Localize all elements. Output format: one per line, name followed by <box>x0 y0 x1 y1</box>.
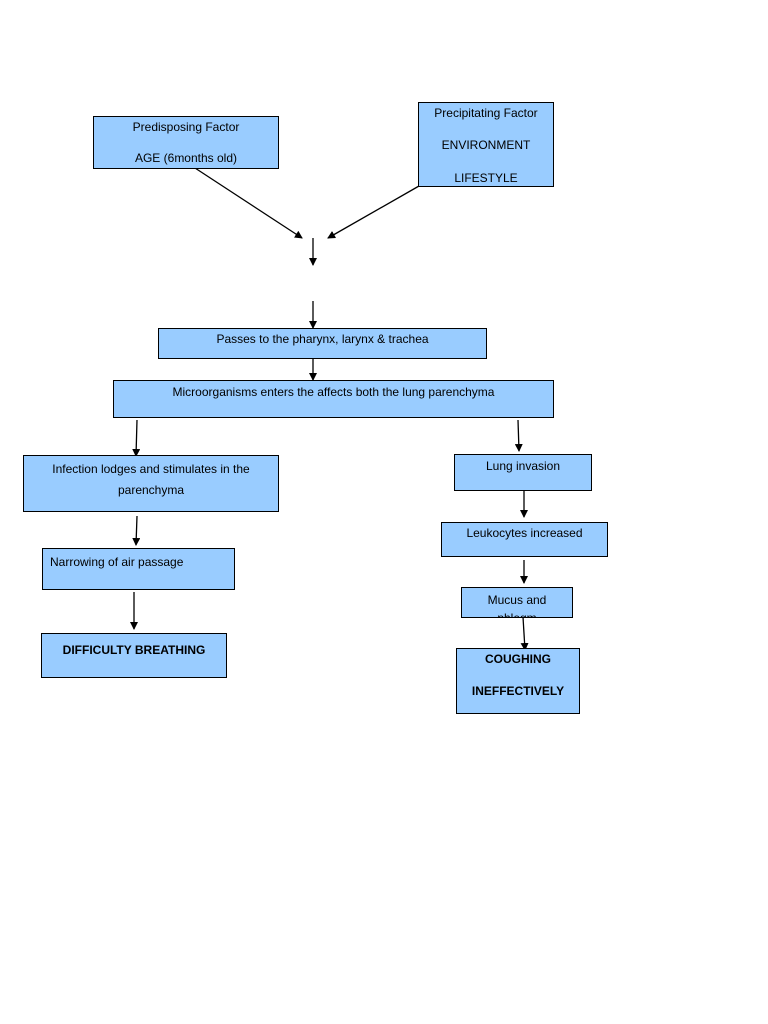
leukocytes-box: Leukocytes increased <box>441 522 608 557</box>
arrow-mucus-to-coughing <box>520 616 529 651</box>
predisposing-factor-value: AGE (6months old) <box>134 151 238 166</box>
precipitating-factor-title: Precipitating Factor <box>434 106 538 120</box>
leukocytes-label: Leukocytes increased <box>466 526 583 540</box>
pharynx-box: Passes to the pharynx, larynx & trachea <box>158 328 487 359</box>
mucus-box: Mucus and phlegm <box>461 587 573 618</box>
arrow-infection-to-narrowing <box>132 515 141 546</box>
pharynx-label: Passes to the pharynx, larynx & trachea <box>216 332 429 346</box>
narrowing-box: Narrowing of air passage <box>42 548 235 590</box>
infection-label: Infection lodges and stimulates in the p… <box>52 462 250 497</box>
microorganisms-label: Microorganisms enters the affects both t… <box>172 385 495 399</box>
microorganisms-box: Microorganisms enters the affects both t… <box>113 380 554 418</box>
arrow-to-infection <box>132 419 141 457</box>
difficulty-breathing-box: DIFFICULTY BREATHING <box>41 633 227 678</box>
lung-invasion-box: Lung invasion <box>454 454 592 491</box>
narrowing-label: Narrowing of air passage <box>50 555 184 569</box>
arrow-predisposing-to-merge <box>194 167 303 239</box>
precipitating-factor-environment: ENVIRONMENT <box>441 138 531 153</box>
mucus-label: Mucus and phlegm <box>487 593 547 618</box>
difficulty-breathing-label: DIFFICULTY BREATHING <box>62 643 206 657</box>
coughing-label: COUGHING <box>485 652 551 666</box>
predisposing-factor-box: Predisposing Factor AGE (6months old) <box>93 116 279 169</box>
predisposing-factor-title: Predisposing Factor <box>132 120 240 134</box>
ineffectively-label: INEFFECTIVELY <box>471 684 565 699</box>
arrow-to-lung-invasion <box>514 419 523 452</box>
coughing-box: COUGHING INEFFECTIVELY <box>456 648 580 714</box>
precipitating-factor-lifestyle: LIFESTYLE <box>454 170 518 185</box>
arrow-precipitating-to-merge <box>327 185 420 239</box>
infection-box: Infection lodges and stimulates in the p… <box>23 455 279 512</box>
precipitating-factor-box: Precipitating Factor ENVIRONMENT LIFESTY… <box>418 102 554 187</box>
lung-invasion-label: Lung invasion <box>485 459 561 473</box>
